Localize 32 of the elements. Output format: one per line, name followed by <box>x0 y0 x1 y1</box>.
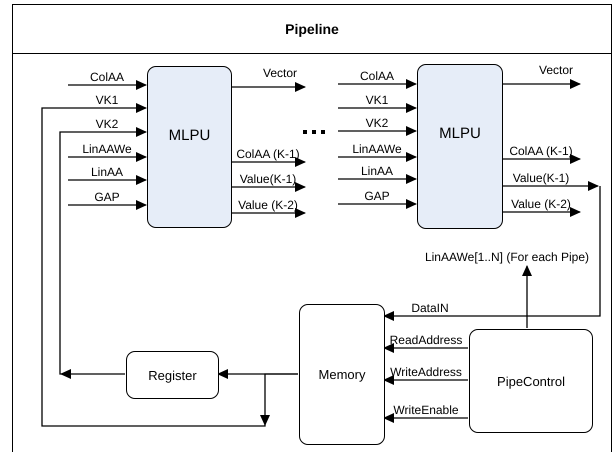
edge-label: LinAAWe <box>82 143 132 156</box>
edge-label: LinAA <box>360 165 394 178</box>
process-box: PipeControl <box>469 329 593 433</box>
edge-label: Value(K-1) <box>512 172 570 185</box>
edge-label: VK1 <box>366 94 388 107</box>
edge-label: VK1 <box>96 94 118 107</box>
edge-label: ColAA (K-1) <box>236 148 300 161</box>
edge-label: Vector <box>262 67 298 80</box>
annotation-text: LinAAWe[1..N] (For each Pipe) <box>419 247 595 267</box>
edge-label: VK2 <box>366 117 388 130</box>
edge-label: DataIN <box>411 302 449 315</box>
edge-label: LinAA <box>90 166 124 179</box>
process-box: Memory <box>299 304 385 445</box>
frame-title: Pipeline <box>285 21 339 37</box>
edge-label: VK2 <box>96 118 118 131</box>
edge-label: ColAA <box>360 70 394 83</box>
edge-label: Vector <box>538 64 574 77</box>
edge-label: Value(K-1) <box>240 173 296 186</box>
edge-label: Value (K-2) <box>238 199 298 212</box>
edge-label: LinAAWe <box>352 143 402 156</box>
edge-label: GAP <box>364 190 390 203</box>
unit-box: MLPU <box>147 66 232 228</box>
edge-label: Value (K-2) <box>511 198 571 211</box>
edge-label: ColAA <box>90 71 124 84</box>
edge-label: WriteAddress <box>390 366 462 379</box>
pipeline-frame <box>12 4 612 452</box>
edge-label: WriteEnable <box>393 404 459 417</box>
edge-label: GAP <box>94 191 120 204</box>
edge-label: ReadAddress <box>390 334 462 347</box>
unit-box: MLPU <box>417 64 503 229</box>
edge-label: ColAA (K-1) <box>509 145 573 158</box>
process-box: Register <box>126 351 219 399</box>
